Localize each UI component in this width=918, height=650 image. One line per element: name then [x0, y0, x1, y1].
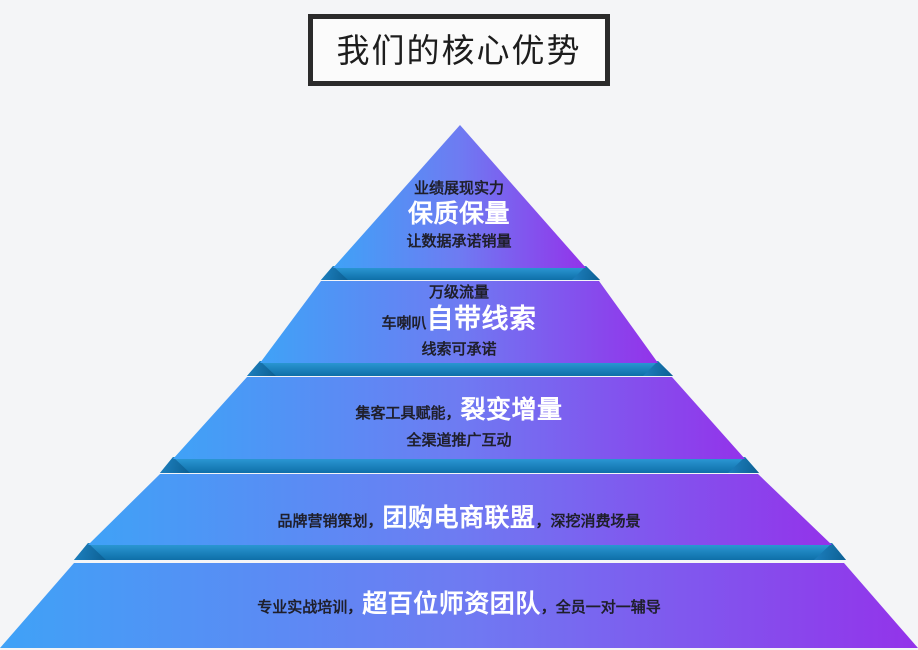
- tier-2-base-front: [247, 361, 673, 376]
- pyramid-tier-1-base: [321, 266, 600, 280]
- pyramid-tier-4[interactable]: [88, 474, 832, 545]
- tier-2-face: [260, 281, 658, 363]
- tier-1-base-front: [321, 266, 600, 280]
- tier-5-face: [0, 563, 918, 648]
- tier-4-base-left-bevel: [74, 543, 106, 560]
- tier-4-face: [88, 474, 832, 545]
- tier-2-base-left-bevel: [247, 361, 276, 376]
- tier-4-base-front: [74, 543, 846, 560]
- pyramid-tier-4-base: [74, 543, 846, 560]
- page-title-box: 我们的核心优势: [308, 14, 610, 86]
- pyramid-tier-3-base: [160, 457, 759, 473]
- tier-2-base-right-bevel: [643, 361, 673, 376]
- pyramid-tier-2-base: [247, 361, 673, 376]
- tier-3-base-right-bevel: [728, 457, 759, 473]
- tier-3-base-front: [160, 457, 759, 473]
- tier-1-face: [333, 125, 586, 268]
- tier-1-base-left-bevel: [321, 266, 348, 280]
- tier-3-face: [173, 377, 745, 459]
- pyramid-tier-5[interactable]: [0, 563, 918, 648]
- page-title: 我们的核心优势: [336, 31, 582, 69]
- pyramid-tier-1[interactable]: [333, 125, 586, 268]
- pyramid-tier-2[interactable]: [260, 281, 658, 363]
- pyramid-tier-3[interactable]: [173, 377, 745, 459]
- tier-4-base-right-bevel: [814, 543, 846, 560]
- tier-1-base-right-bevel: [572, 266, 600, 280]
- tier-3-base-left-bevel: [160, 457, 190, 473]
